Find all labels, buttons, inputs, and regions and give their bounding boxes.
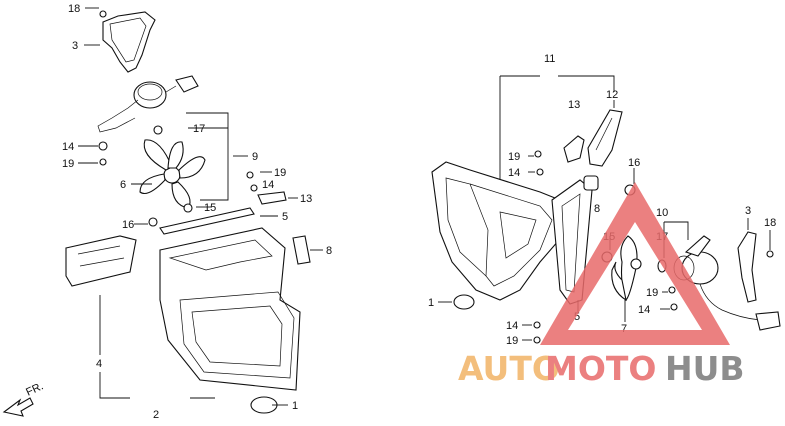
- bolt-18-left: [99, 10, 107, 18]
- label-19b-right: 19: [646, 287, 658, 299]
- watermark-text-hub: HUB: [665, 349, 745, 388]
- label-19-right: 19: [508, 151, 520, 163]
- bracket-12-right: [587, 109, 623, 167]
- label-6-left: 6: [120, 179, 126, 191]
- screw-19b-left: [246, 171, 254, 179]
- fan-motor-left: [133, 81, 167, 109]
- label-19c-right: 19: [506, 335, 518, 347]
- bracket-3-left: [102, 11, 156, 73]
- fan-shroud-right: [431, 161, 567, 301]
- label-16-left: 16: [122, 219, 134, 231]
- clip-13-left: [257, 191, 287, 205]
- front-label: FR.: [24, 380, 45, 398]
- label-14b-left: 14: [262, 179, 274, 191]
- right-assembly: 11 13 12 19 14 16 8 10 17 15 3 18 1 19 1…: [428, 53, 781, 347]
- front-arrow-icon: [2, 397, 34, 417]
- label-3-right: 3: [745, 205, 751, 217]
- bracket-3-right: [737, 231, 757, 303]
- label-11-right: 11: [544, 53, 555, 65]
- label-2-left: 2: [153, 409, 159, 421]
- label-18-left: 18: [68, 3, 80, 15]
- screw-19-right: [534, 150, 542, 158]
- label-14c-right: 14: [506, 320, 518, 332]
- washer-14c-right: [533, 321, 541, 329]
- label-13-left: 13: [300, 193, 312, 205]
- label-15-left: 15: [204, 202, 216, 214]
- label-17-left: 17: [193, 123, 205, 135]
- label-4-left: 4: [96, 358, 102, 370]
- watermark-triangle-icon: [540, 182, 730, 345]
- clip-13-right: [563, 135, 585, 163]
- grommet-8-right: [583, 175, 599, 191]
- washer-14-left: [98, 141, 108, 151]
- seal-5-left: [159, 207, 255, 235]
- watermark: AUTO MOTO HUB: [458, 182, 745, 388]
- fan-shroud-left: [159, 227, 301, 391]
- label-13-right: 13: [568, 99, 580, 111]
- label-16-right: 16: [628, 157, 640, 169]
- left-assembly: FR. 18 3 17 14 19 6 9 19 14 13 15 16 5 8…: [2, 3, 332, 421]
- bracket-left-side: [65, 235, 137, 287]
- label-7-right: 7: [621, 323, 627, 335]
- watermark-text-moto: MOTO: [545, 349, 656, 388]
- label-19b-left: 19: [274, 167, 286, 179]
- label-1-right: 1: [428, 297, 434, 309]
- washer-14b-right: [670, 303, 678, 311]
- label-5-left: 5: [282, 211, 288, 223]
- clip-16-left: [148, 217, 158, 227]
- washer-14-right: [536, 168, 544, 176]
- label-19-left: 19: [62, 158, 74, 170]
- screw-19-left: [99, 158, 107, 166]
- fan-6-left: [139, 139, 206, 209]
- watermark-text-auto: AUTO: [458, 349, 560, 388]
- label-1-left: 1: [292, 400, 298, 412]
- label-14-left: 14: [62, 141, 74, 153]
- screw-19c-right: [533, 336, 541, 344]
- label-8-right: 8: [594, 203, 600, 215]
- bolt-18-right: [766, 250, 774, 258]
- nut-15-left: [183, 203, 193, 213]
- label-10-right: 10: [656, 207, 668, 219]
- motor-connector-left: [175, 75, 199, 93]
- washer-14b-left: [250, 184, 258, 192]
- nut-17-left: [153, 125, 163, 135]
- label-3-left: 3: [72, 40, 78, 52]
- label-9-left: 9: [252, 151, 258, 163]
- grommet-1-right: [453, 294, 475, 310]
- label-8-left: 8: [326, 245, 332, 257]
- bracket-8-left: [292, 235, 311, 265]
- label-14-right: 14: [508, 167, 520, 179]
- fan-7-right: [611, 235, 642, 302]
- screw-19b-right: [668, 286, 676, 294]
- label-12-right: 12: [606, 89, 618, 101]
- label-18-right: 18: [764, 217, 776, 229]
- label-5-right: 5: [574, 311, 580, 323]
- label-14b-right: 14: [638, 304, 650, 316]
